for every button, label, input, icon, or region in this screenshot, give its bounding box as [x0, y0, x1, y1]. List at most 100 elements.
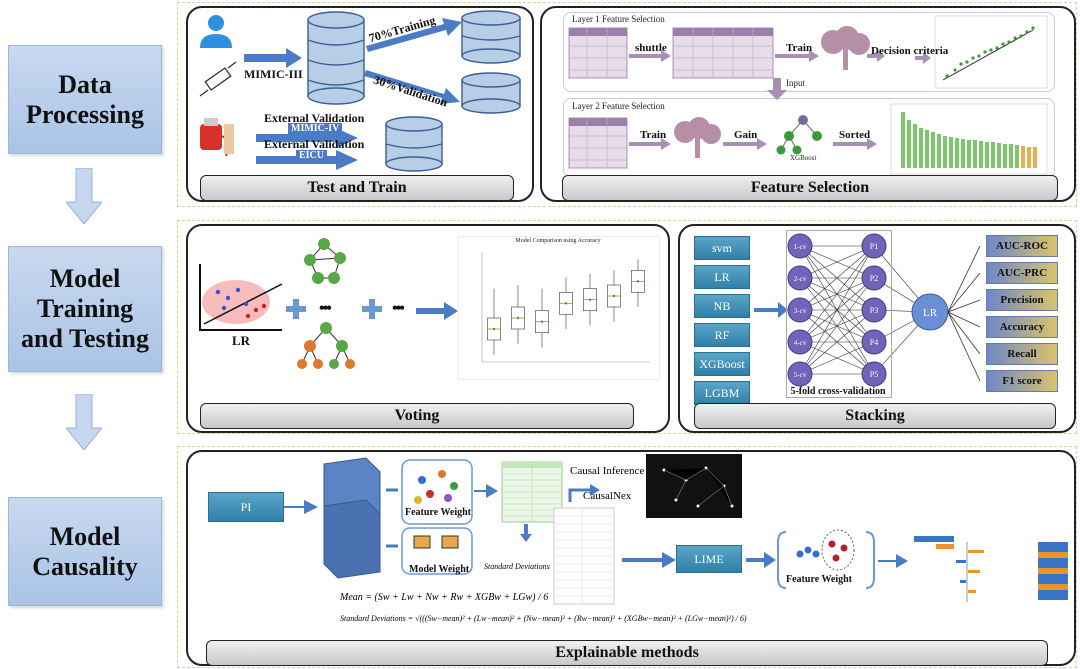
standard-deviations-label: Standard Deviations	[484, 562, 550, 571]
feature-importance-bar-chart	[890, 103, 1048, 175]
base-model-rf: RF	[694, 323, 750, 347]
base-model-xgboost: XGBoost	[694, 352, 750, 376]
caption-label: Voting	[394, 407, 440, 424]
p-node-3: P3	[861, 297, 887, 323]
stacked-models-icon	[323, 457, 381, 579]
database-icon-validation	[461, 72, 521, 114]
eicu-label: EICU	[296, 150, 328, 161]
plus-icon	[362, 299, 382, 319]
stage-label: Model Training and Testing	[21, 264, 149, 353]
meta-lr-label: LR	[923, 307, 938, 319]
edge	[799, 245, 875, 279]
p-node-label: P4	[870, 338, 878, 347]
mean-formula: Mean = (Sw + Lw + Nw + Rw + XGBw + LGw) …	[340, 592, 549, 603]
mean-marker	[540, 320, 544, 323]
base-model-nb: NB	[694, 294, 750, 318]
causal-graph-image	[646, 454, 742, 518]
p-node-1: P1	[861, 233, 887, 259]
meta-lr-node: LR	[911, 293, 949, 331]
pi-box: PI	[208, 492, 284, 522]
feature-selection-diagram	[568, 15, 1048, 175]
external-validation-label-1: External Validation	[264, 111, 365, 125]
caption-label: Test and Train	[307, 179, 407, 196]
mean-marker	[516, 316, 520, 320]
feature-weight-label: Feature Weight	[405, 507, 472, 518]
tree-model-icon	[297, 322, 355, 369]
train1-label: Train	[786, 42, 813, 54]
metric-precision: Precision	[986, 289, 1058, 311]
box-4	[559, 277, 573, 329]
metric-edge	[947, 245, 981, 313]
boxplot-title: Model Comparison using Accuracy	[515, 238, 601, 244]
base-model-lgbm: LGBM	[694, 381, 750, 405]
lime-feature-card	[777, 529, 875, 589]
p-node-label: P1	[870, 242, 878, 251]
mean-marker	[612, 294, 616, 298]
cv-node-5: 5-cv	[787, 361, 813, 387]
arrow-icon	[754, 302, 788, 318]
external-validation-label-2: External Validation	[264, 137, 365, 151]
blood-bag-icon	[200, 118, 234, 157]
gain-label: Gain	[734, 129, 758, 141]
p-node-label: P5	[870, 370, 878, 379]
metric-auc-roc: AUC-ROC	[986, 235, 1058, 257]
edge	[799, 245, 875, 375]
decision-criteria-label: Decision criteria	[871, 45, 949, 57]
metric-accuracy: Accuracy	[986, 316, 1058, 338]
boxplot-frame	[458, 236, 660, 380]
box-2	[511, 285, 525, 344]
edge	[799, 341, 875, 375]
tree-icon	[821, 26, 870, 70]
syringe-icon	[199, 61, 237, 97]
edge	[799, 245, 875, 311]
lime-label: LIME	[694, 551, 724, 566]
voting-diagram	[199, 238, 458, 369]
caption-stacking: Stacking	[694, 403, 1056, 429]
mimic3-label: MIMIC-III	[244, 67, 303, 81]
network-icon	[304, 238, 346, 284]
lr-label: LR	[232, 333, 251, 348]
metric-edge	[947, 299, 981, 313]
stage-model-training: Model Training and Testing	[8, 246, 162, 372]
weights-table	[501, 461, 563, 523]
cv-node-1: 1-cv	[787, 233, 813, 259]
caption-feature-selection: Feature Selection	[562, 175, 1058, 201]
caption-label: Explainable methods	[555, 644, 699, 661]
p-node-5: P5	[861, 361, 887, 387]
sd-formula: Standard Deviations = √(((Sw−mean)² + (L…	[340, 614, 747, 623]
sd-table	[553, 507, 615, 605]
p-node-2: P2	[861, 265, 887, 291]
p-node-label: P3	[870, 306, 878, 315]
causality-diagram	[284, 454, 1068, 605]
stage-label: Model Causality	[32, 521, 138, 581]
down-arrow-icon	[66, 394, 102, 450]
model-training-section	[177, 220, 1077, 434]
lr-scatter-icon	[199, 264, 283, 331]
mimic4-label: MIMIC-IV	[288, 123, 343, 134]
cv-frame	[786, 230, 892, 398]
p-node-label: P2	[870, 274, 878, 283]
box-7	[631, 259, 645, 307]
test-train-diagram	[199, 10, 521, 172]
model-weight-label: Model Weight	[409, 564, 470, 575]
lime-explanation-plot	[914, 536, 984, 602]
cv-caption: 5-fold cross-validation	[790, 386, 886, 397]
box-3	[535, 288, 549, 348]
down-arrow-icon	[66, 168, 102, 224]
caption-voting: Voting	[200, 403, 634, 429]
data-processing-section	[177, 2, 1077, 207]
database-icon-external	[385, 116, 443, 172]
metric-edge	[947, 311, 981, 328]
data-table-icon	[568, 117, 628, 169]
caption-explainable: Explainable methods	[206, 640, 1048, 666]
xgboost-node-label: XGBoost	[790, 154, 817, 162]
database-icon-train	[461, 10, 521, 64]
layer1-box	[563, 12, 1055, 92]
tree-icon	[674, 117, 721, 158]
input-label: Input	[786, 78, 805, 88]
cv-node-3: 3-cv	[787, 297, 813, 323]
plus-icon	[286, 299, 306, 319]
shuffled-table-icon	[672, 27, 774, 79]
metric-edge	[947, 311, 981, 355]
base-model-lr: LR	[694, 265, 750, 289]
